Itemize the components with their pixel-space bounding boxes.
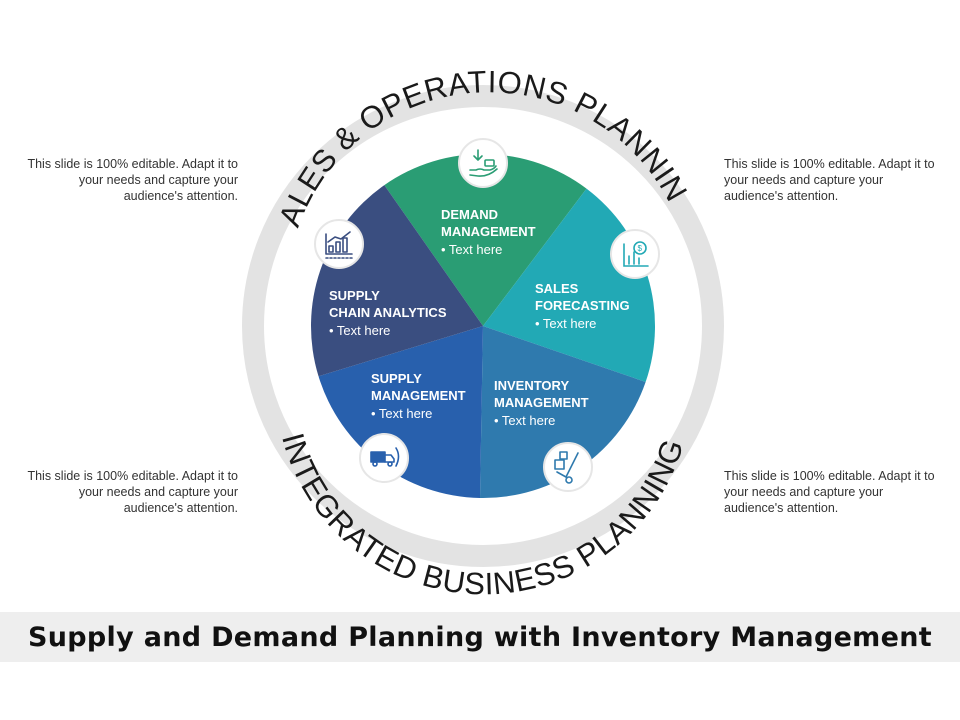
segment-sales-forecasting[interactable] [483, 188, 656, 382]
bar-chart-icon [325, 231, 353, 259]
segment-bullet: • Text here [371, 406, 432, 421]
segment-bullet: • Text here [535, 316, 596, 331]
outer-ring [242, 85, 724, 567]
segment-title-line: SUPPLY [329, 288, 380, 303]
delivery-truck-icon [370, 447, 400, 467]
segment-title-line: MANAGEMENT [494, 395, 589, 410]
badge-supply[interactable] [359, 433, 409, 483]
segment-title-line: MANAGEMENT [441, 224, 536, 239]
label-demand-management: DEMAND MANAGEMENT • Text here [441, 207, 536, 257]
label-supply-chain-analytics: SUPPLY CHAIN ANALYTICS • Text here [329, 288, 447, 338]
segment-title-line: MANAGEMENT [371, 388, 466, 403]
segment-title-line: CHAIN ANALYTICS [329, 305, 447, 320]
segment-bullet: • Text here [441, 242, 502, 257]
hand-money-icon [469, 149, 498, 177]
side-note-bottom-right: This slide is 100% editable. Adapt it to… [724, 469, 935, 515]
badge-sales[interactable]: $ [610, 229, 660, 279]
segment-bullet: • Text here [494, 413, 555, 428]
badge-demand[interactable] [458, 138, 508, 188]
svg-text:$: $ [638, 244, 643, 253]
segment-title-line: INVENTORY [494, 378, 569, 393]
badge-inventory[interactable] [543, 442, 593, 492]
label-sales-forecasting: SALES FORECASTING • Text here [535, 281, 630, 331]
segment-title-line: FORECASTING [535, 298, 630, 313]
dollar-chart-icon: $ [623, 241, 649, 267]
label-supply-management: SUPPLY MANAGEMENT • Text here [371, 371, 466, 421]
segment-inventory-management[interactable] [480, 326, 646, 498]
badge-analytics[interactable] [314, 219, 364, 269]
hand-truck-icon [554, 451, 579, 484]
segment-title-line: SALES [535, 281, 579, 296]
segment-supply-management[interactable] [318, 326, 483, 498]
cycle-diagram: SALES & OPERATIONS PLANNING INTEGRATED B… [0, 0, 724, 600]
title-band: Supply and Demand Planning with Inventor… [0, 612, 960, 662]
segment-bullet: • Text here [329, 323, 390, 338]
segment-title-line: DEMAND [441, 207, 498, 222]
side-note-top-right: This slide is 100% editable. Adapt it to… [724, 157, 935, 203]
side-note-top-left: This slide is 100% editable. Adapt it to… [27, 157, 238, 203]
label-inventory-management: INVENTORY MANAGEMENT • Text here [494, 378, 589, 428]
slide-title: Supply and Demand Planning with Inventor… [28, 621, 932, 653]
side-note-bottom-left: This slide is 100% editable. Adapt it to… [27, 469, 238, 515]
segment-demand-management[interactable] [384, 153, 587, 326]
segment-title-line: SUPPLY [371, 371, 422, 386]
